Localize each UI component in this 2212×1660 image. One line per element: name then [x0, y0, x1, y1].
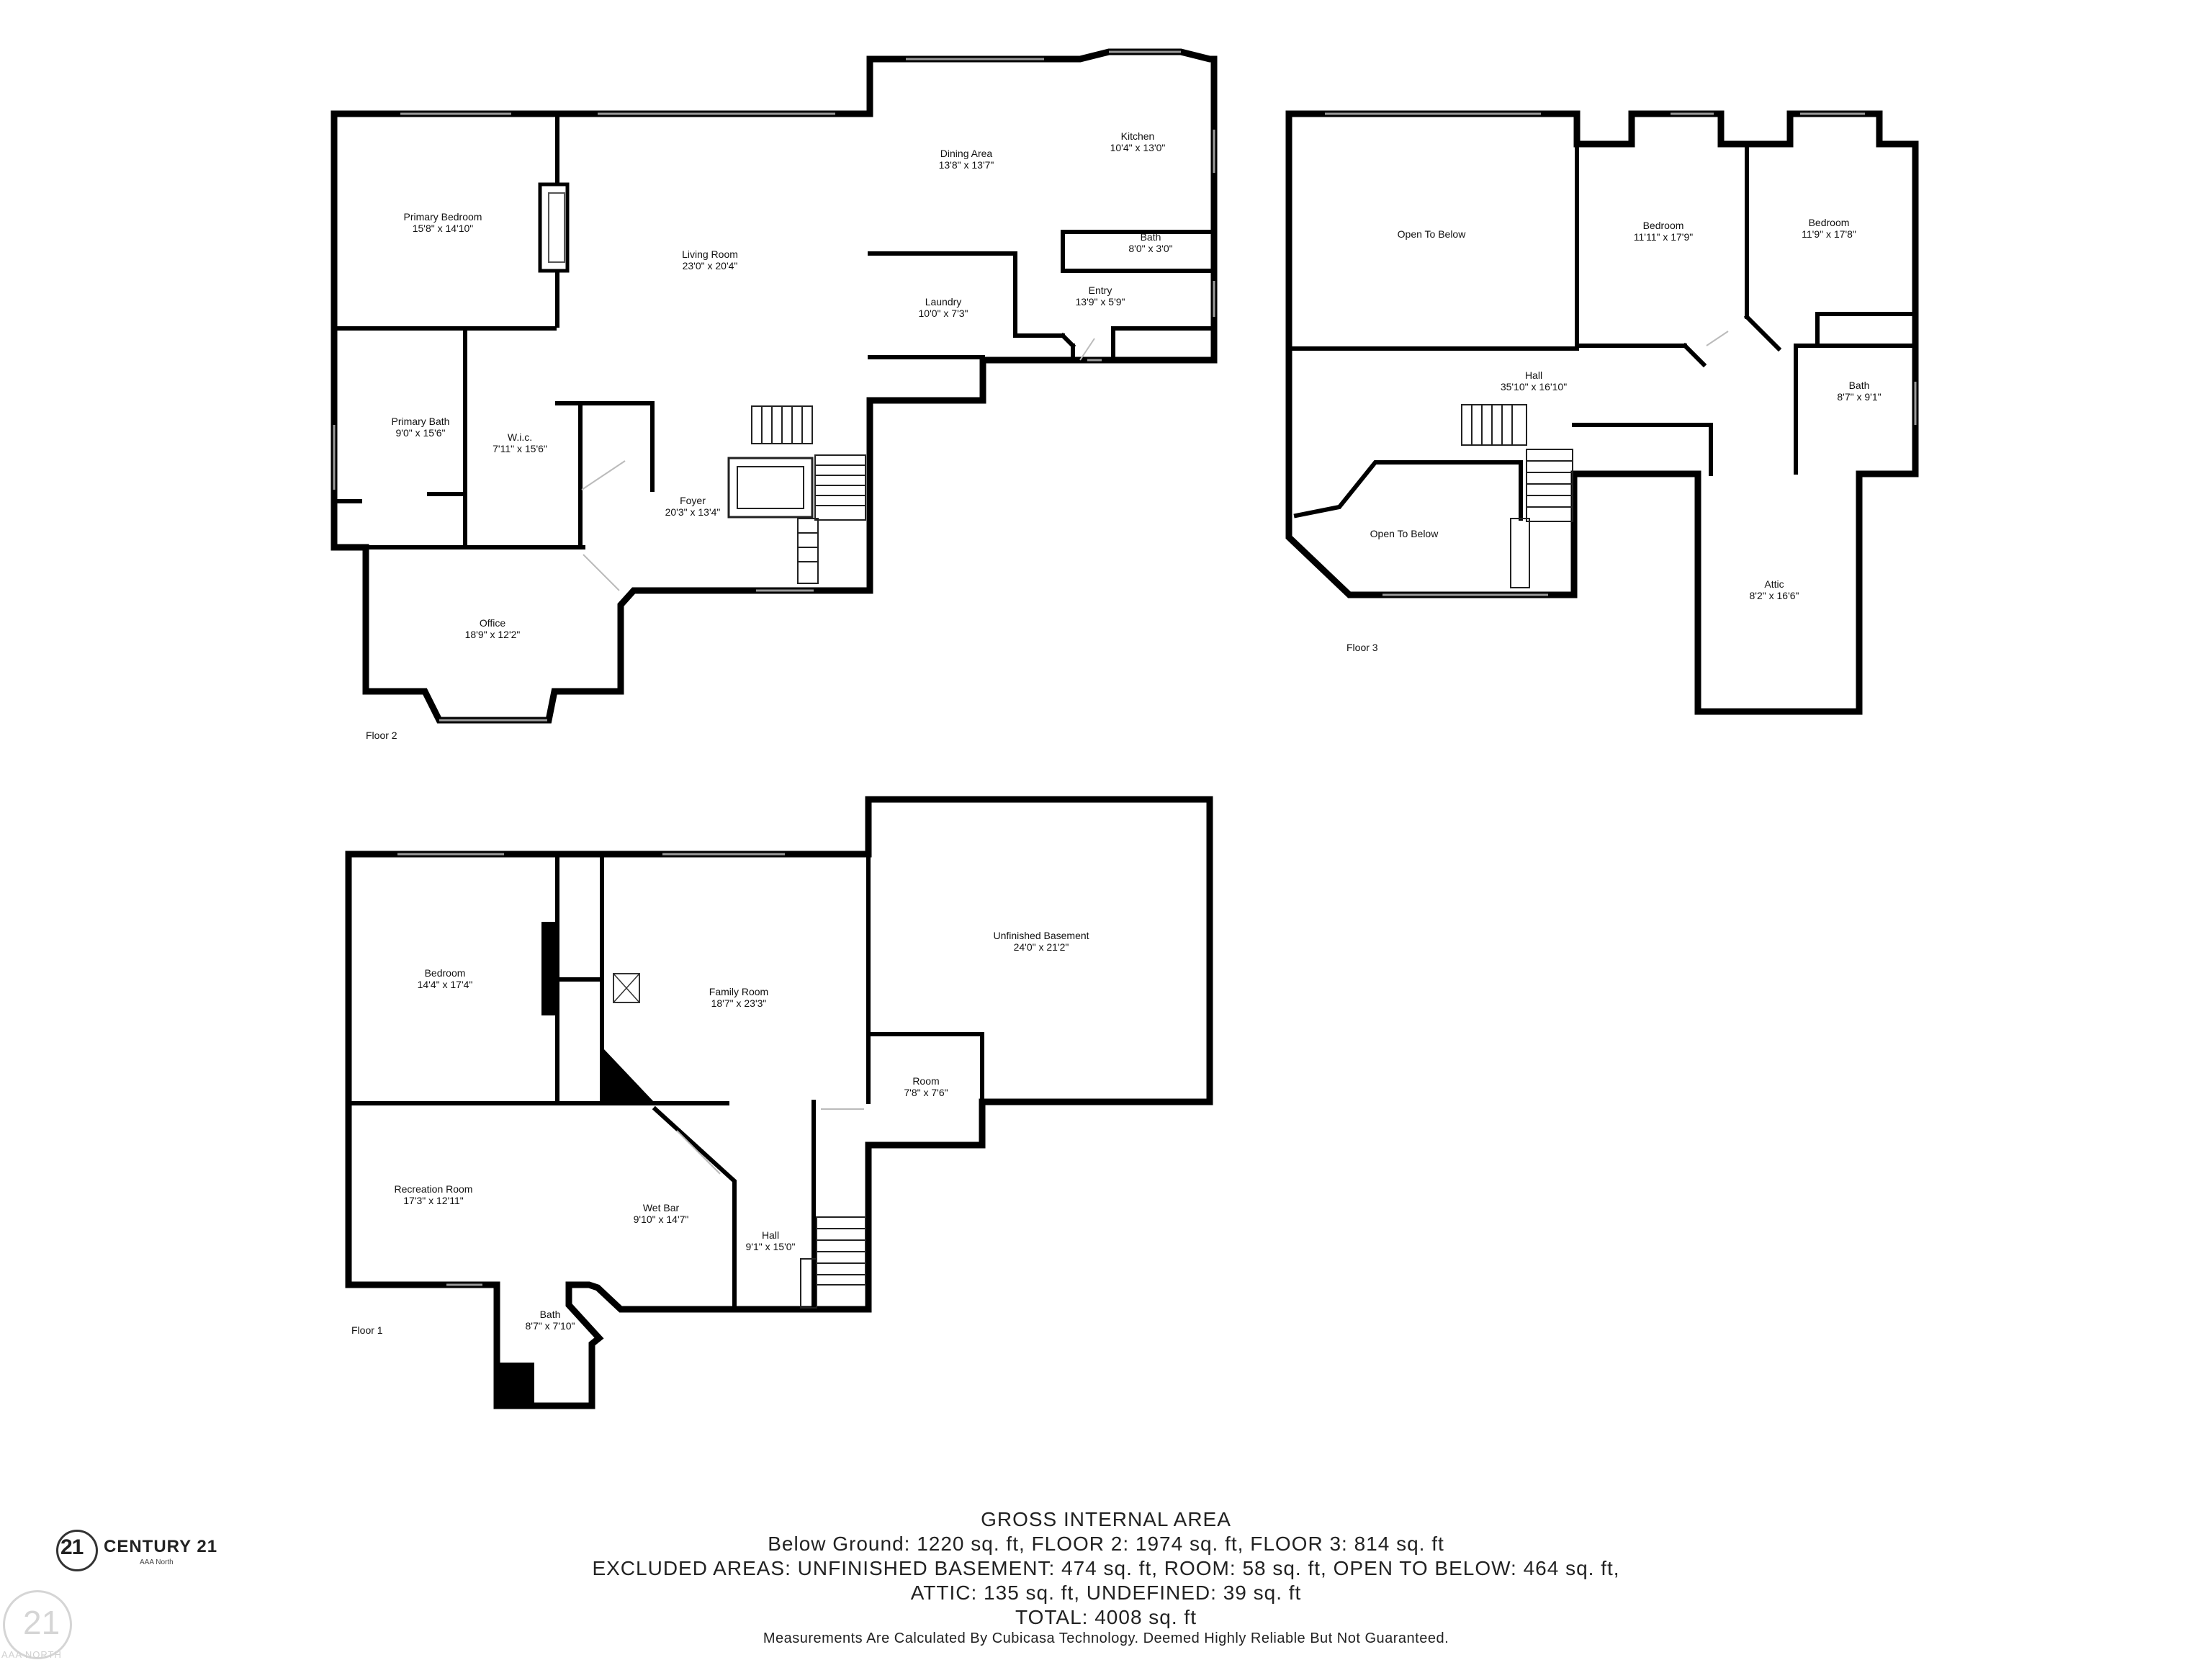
gross-area-line3: ATTIC: 135 sq. ft, UNDEFINED: 39 sq. ft [910, 1582, 1302, 1604]
floor3-bath-dim: 8'7" x 9'1" [1837, 391, 1881, 403]
logo-circle-icon [56, 1530, 98, 1571]
logo-number: 21 [60, 1535, 84, 1559]
floor1-bath-name: Bath [540, 1309, 561, 1320]
watermark-circle-icon [3, 1590, 72, 1659]
floor3-open-to-below-bottom: Open To Below [1370, 528, 1439, 539]
floor2-foyer-dim: 20'3" x 13'4" [665, 506, 721, 518]
floor2-bath-dim: 8'0" x 3'0" [1128, 243, 1172, 254]
floor2-entry-name: Entry [1089, 284, 1112, 296]
floor3-hall-dim: 35'10" x 16'10" [1501, 381, 1567, 392]
watermark-subtitle: AAA NORTH [1, 1649, 62, 1660]
floor1-bath-dim: 8'7" x 7'10" [526, 1320, 575, 1332]
floor3-bedroom-b-dim: 11'9" x 17'8" [1802, 228, 1856, 240]
floor2-primary-bath-dim: 9'0" x 15'6" [396, 427, 446, 439]
floor1-bedroom-dim: 14'4" x 17'4" [418, 979, 473, 990]
floor3-bedroom-b-name: Bedroom [1809, 217, 1850, 228]
floor-1-plan [345, 796, 1213, 1409]
floor1-wet-bar-name: Wet Bar [643, 1202, 680, 1213]
floor2-living-room-name: Living Room [682, 248, 738, 260]
watermark-number: 21 [23, 1604, 60, 1641]
logo-subtitle: AAA North [140, 1558, 174, 1566]
floor3-hall-name: Hall [1525, 369, 1542, 381]
floor2-wic-dim: 7'11" x 15'6" [493, 443, 547, 454]
floor2-office-dim: 18'9" x 12'2" [465, 629, 521, 640]
floor-2-outer-wall [331, 48, 1218, 724]
floor1-hall-dim: 9'1" x 15'0" [746, 1241, 796, 1252]
floor1-unfinished-basement-dim: 24'0" x 21'2" [1014, 941, 1069, 953]
floor-3-outer-wall [1285, 110, 1919, 715]
century21-logo: 21 CENTURY 21 AAA North [56, 1530, 243, 1580]
floor2-kitchen-name: Kitchen [1121, 130, 1155, 142]
floor1-family-room-name: Family Room [709, 986, 768, 997]
floor1-room-name: Room [912, 1075, 939, 1087]
gross-area-line1: Below Ground: 1220 sq. ft, FLOOR 2: 1974… [768, 1533, 1444, 1555]
floor1-bedroom-name: Bedroom [425, 967, 466, 979]
gross-area-heading: GROSS INTERNAL AREA [981, 1508, 1231, 1530]
gross-area-line2: EXCLUDED AREAS: UNFINISHED BASEMENT: 474… [592, 1557, 1620, 1579]
floor2-dining-area-name: Dining Area [940, 148, 993, 159]
floor2-wic-name: W.i.c. [508, 431, 532, 443]
floor2-entry-dim: 13'9" x 5'9" [1076, 296, 1125, 308]
floor1-recreation-room-dim: 17'3" x 12'11" [403, 1195, 464, 1206]
floor-2-label: Floor 2 [366, 730, 397, 741]
floor1-room-dim: 7'8" x 7'6" [904, 1087, 948, 1098]
century21-watermark: 21 AAA NORTH [1, 1589, 81, 1660]
floor2-laundry-name: Laundry [925, 296, 962, 308]
floor2-dining-area-dim: 13'8" x 13'7" [939, 159, 994, 171]
floor2-bath-name: Bath [1141, 231, 1161, 243]
floor3-attic-name: Attic [1764, 578, 1784, 590]
floor1-hall-name: Hall [762, 1229, 779, 1241]
floor1-wet-bar-dim: 9'10" x 14'7" [634, 1213, 689, 1225]
floor-2-stairs [727, 405, 866, 584]
floor-1-stairs [800, 1216, 866, 1309]
floor-3-stairs [1461, 404, 1573, 588]
floor2-kitchen-dim: 10'4" x 13'0" [1110, 142, 1166, 153]
gross-area-total: TOTAL: 4008 sq. ft [1015, 1606, 1197, 1628]
floor2-living-room-dim: 23'0" x 20'4" [683, 260, 738, 272]
logo-brand: CENTURY 21 [104, 1537, 218, 1556]
floor3-bedroom-a-dim: 11'11" x 17'9" [1634, 231, 1694, 243]
floor2-laundry-dim: 10'0" x 7'3" [919, 308, 968, 319]
floor1-recreation-room-name: Recreation Room [395, 1183, 473, 1195]
floor-3-plan [1285, 110, 1919, 715]
measurement-disclaimer: Measurements Are Calculated By Cubicasa … [763, 1630, 1449, 1646]
floor2-primary-bedroom-name: Primary Bedroom [404, 211, 482, 223]
floor3-bedroom-a-name: Bedroom [1643, 220, 1684, 231]
floor2-primary-bath-name: Primary Bath [392, 416, 450, 427]
floor2-primary-bedroom-dim: 15'8" x 14'10" [413, 223, 474, 234]
floor1-family-room-dim: 18'7" x 23'3" [711, 997, 767, 1009]
floor-3-label: Floor 3 [1346, 642, 1378, 653]
floor1-unfinished-basement-name: Unfinished Basement [993, 930, 1089, 941]
floor3-bath-name: Bath [1849, 380, 1870, 391]
floor-1-label: Floor 1 [351, 1324, 383, 1336]
floor3-attic-dim: 8'2" x 16'6" [1750, 590, 1799, 601]
floor3-open-to-below-top: Open To Below [1398, 228, 1467, 240]
floor-2-plan [331, 48, 1218, 724]
floor2-office-name: Office [480, 617, 506, 629]
floor2-foyer-name: Foyer [680, 495, 706, 506]
